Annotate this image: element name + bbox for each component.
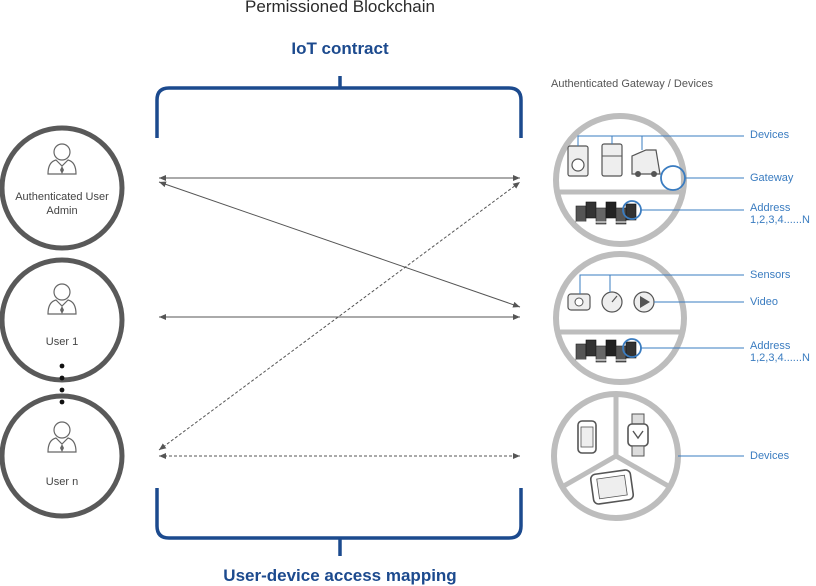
address-annotation-1: Address 1,2,3,4......N bbox=[750, 202, 810, 226]
sensor-connector-lines bbox=[579, 274, 744, 303]
user-n-label: User n bbox=[45, 476, 79, 488]
truck-icon bbox=[631, 149, 661, 177]
arrow-admin-sensors bbox=[158, 181, 521, 308]
address-1-line1: Address bbox=[750, 202, 791, 214]
sensors-annotation: Sensors bbox=[750, 269, 791, 281]
user-device-mapping-label: User-device access mapping bbox=[223, 566, 457, 585]
washer-icon bbox=[567, 145, 589, 177]
admin-label-line2: Admin bbox=[46, 205, 78, 217]
user-1-node bbox=[0, 257, 125, 383]
devices-annotation-bottom: Devices bbox=[750, 450, 790, 462]
device-connector-lines bbox=[577, 135, 744, 150]
address-2-line1: Address bbox=[750, 340, 791, 352]
admin-user-node bbox=[0, 125, 125, 251]
address-2-line2: 1,2,3,4......N bbox=[750, 352, 810, 364]
iot-contract-label: IoT contract bbox=[291, 39, 389, 58]
fridge-icon bbox=[601, 143, 623, 177]
arrow-usern-gateway bbox=[158, 181, 521, 451]
smartwatch-icon bbox=[627, 413, 649, 457]
diagram-title: Permissioned Blockchain bbox=[245, 0, 435, 16]
gateway-device-node bbox=[553, 113, 744, 247]
user-1-label: User 1 bbox=[45, 336, 79, 348]
user-device-mapping-bracket bbox=[155, 488, 523, 556]
address-annotation-2: Address 1,2,3,4......N bbox=[750, 340, 810, 364]
devices-annotation-top: Devices bbox=[750, 129, 790, 141]
user-n-node bbox=[0, 393, 125, 519]
phone-icon bbox=[577, 420, 597, 454]
admin-label-line1: Authenticated User bbox=[15, 191, 109, 203]
admin-user-label: Authenticated User Admin bbox=[0, 190, 127, 218]
video-annotation: Video bbox=[750, 296, 778, 308]
gauge-sensor-icon bbox=[601, 291, 623, 313]
address-1-line2: 1,2,3,4......N bbox=[750, 214, 810, 226]
mapping-arrows bbox=[158, 175, 521, 459]
gateway-annotation: Gateway bbox=[750, 172, 794, 184]
gateway-devices-header: Authenticated Gateway / Devices bbox=[551, 78, 714, 90]
mobile-device-node bbox=[551, 391, 744, 521]
sensor-device-node bbox=[553, 251, 744, 385]
tablet-icon bbox=[589, 469, 635, 505]
video-icon bbox=[633, 291, 655, 313]
iot-contract-bracket bbox=[155, 76, 523, 138]
ellipsis-dots bbox=[59, 363, 65, 405]
camera-sensor-icon bbox=[567, 293, 591, 311]
